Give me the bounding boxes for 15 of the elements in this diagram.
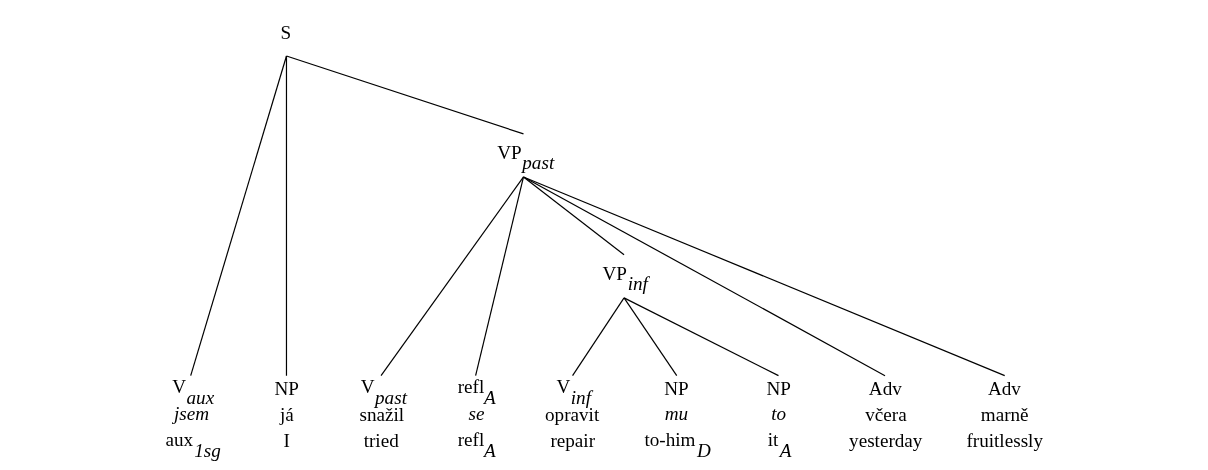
connector [623,297,678,377]
connector [380,176,525,377]
node-text: S [280,22,292,44]
connector [572,297,625,377]
connector [522,176,625,256]
connector [623,297,780,377]
node-text: Adv marně fruitlessly [966,377,1043,452]
node-text: Adv včera yesterday [849,377,923,452]
connector [475,176,525,377]
node-text: NP já I [274,377,299,452]
connector [522,176,886,377]
connector [522,176,1006,377]
connector [190,55,288,377]
connector [285,55,525,135]
connector [285,55,288,377]
